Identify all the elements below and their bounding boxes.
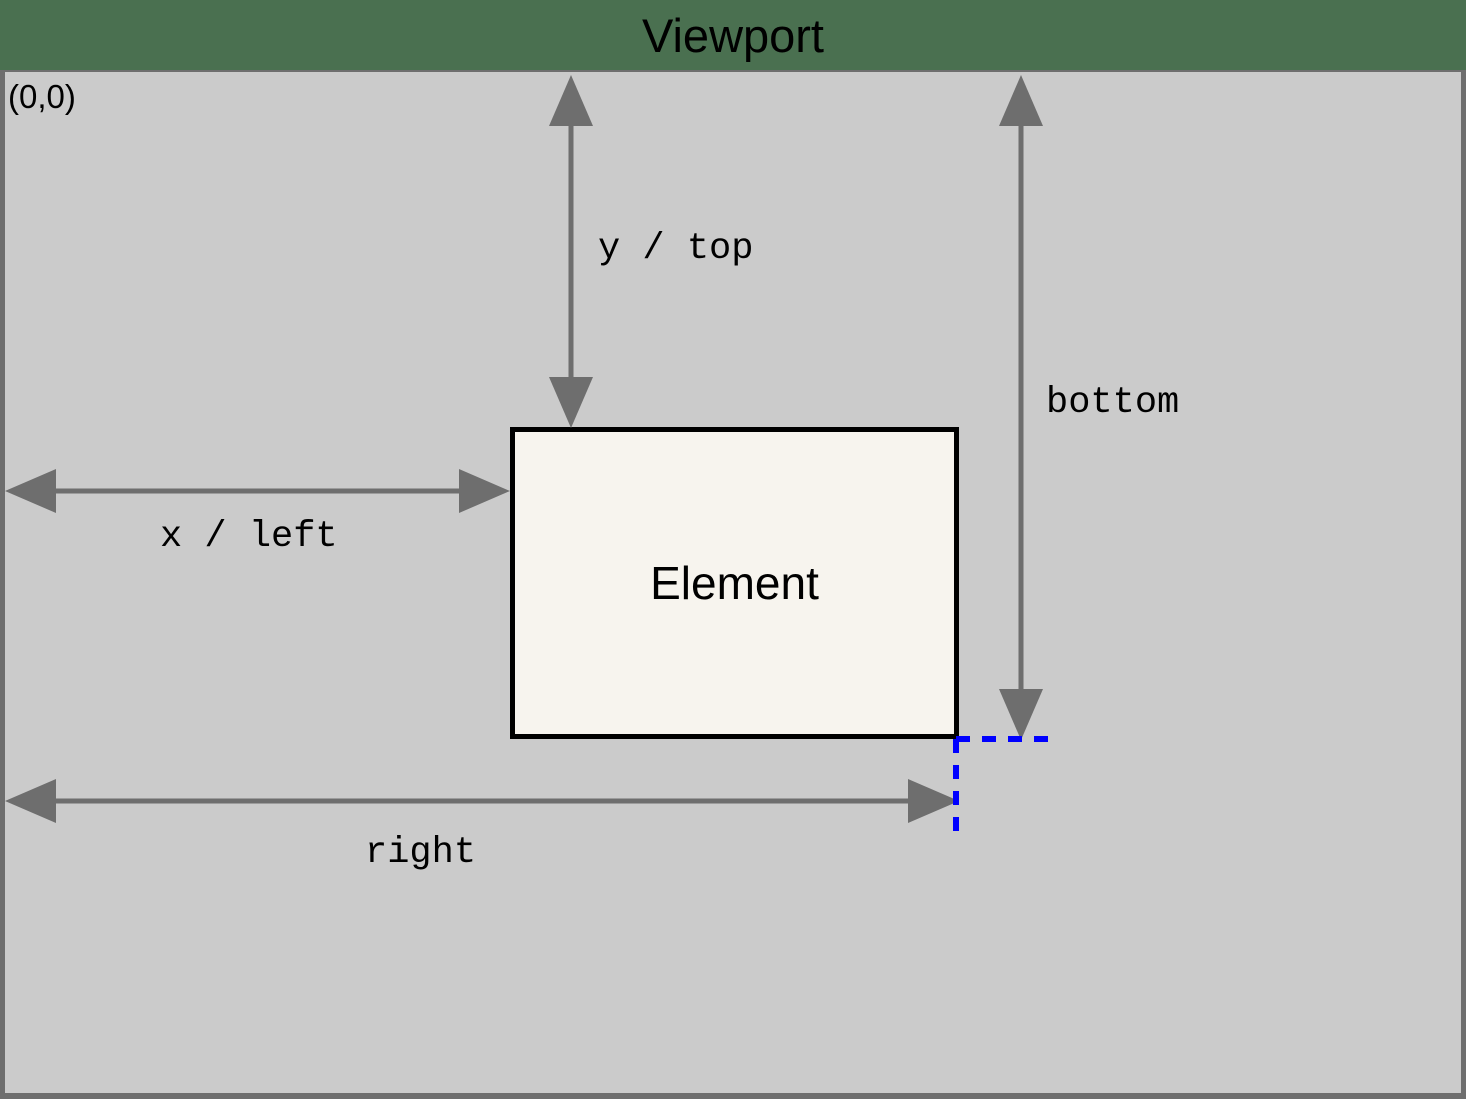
page-title: Viewport [641,8,824,62]
element-box: Element [510,427,959,739]
measure-label-right: right [365,832,477,874]
origin-label: (0,0) [8,78,76,115]
viewport-title-bar: Viewport [0,0,1466,70]
measure-label-bottom: bottom [1046,382,1180,424]
measure-label-y-top: y / top [598,228,754,270]
measure-label-x-left: x / left [160,516,338,558]
element-label: Element [650,557,819,609]
